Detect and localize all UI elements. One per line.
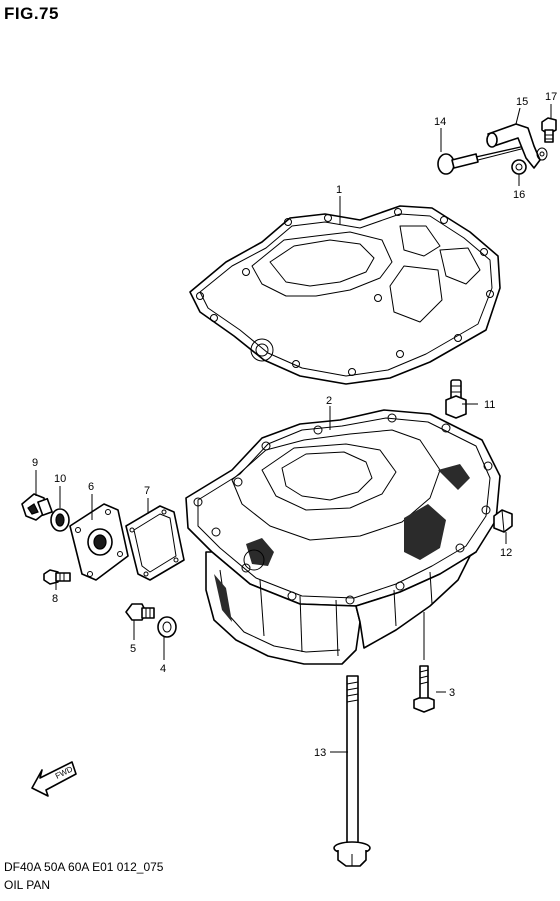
callout-11: 11 (484, 399, 495, 411)
part-6-cover[interactable] (69, 503, 129, 581)
callout-7: 7 (144, 485, 150, 497)
callout-17: 17 (545, 91, 557, 103)
part-9-plug[interactable] (21, 493, 53, 521)
callout-4: 4 (160, 663, 166, 675)
callout-13: 13 (314, 747, 326, 759)
callout-2: 2 (326, 395, 332, 407)
callout-14: 14 (434, 116, 446, 128)
callout-8: 8 (52, 593, 58, 605)
callout-12: 12 (500, 547, 512, 559)
part-1-oil-pan-gasket[interactable] (189, 205, 501, 385)
section-name: OIL PAN (4, 878, 51, 892)
part-8-screw[interactable] (43, 569, 71, 585)
callout-5: 5 (130, 643, 136, 655)
callout-6: 6 (88, 481, 94, 493)
model-code: DF40A 50A 60A E01 012_075 (4, 860, 164, 874)
part-4-washer[interactable] (157, 616, 177, 638)
fwd-direction-arrow: FWD (31, 761, 77, 797)
part-16-o-ring[interactable] (511, 159, 527, 175)
figure-title: FIG.75 (4, 4, 59, 23)
callout-1: 1 (336, 184, 342, 196)
part-2-oil-pan[interactable] (185, 409, 501, 665)
part-5-drain-plug[interactable] (125, 603, 155, 621)
part-15-dipstick-guide[interactable] (486, 123, 548, 169)
leader-lines (35, 104, 552, 753)
part-10-gasket[interactable] (50, 508, 70, 532)
callout-15: 15 (516, 96, 528, 108)
callout-10: 10 (54, 473, 66, 485)
part-12-nut[interactable] (493, 509, 513, 533)
callout-3: 3 (449, 687, 455, 699)
part-14-dipstick[interactable] (437, 145, 526, 175)
part-11-bolt[interactable] (445, 379, 467, 419)
part-17-bolt[interactable] (541, 117, 557, 143)
part-7-cover-gasket[interactable] (125, 505, 185, 581)
callout-9: 9 (32, 457, 38, 469)
part-3-bolt[interactable] (413, 665, 435, 713)
part-13-long-bolt[interactable] (333, 675, 371, 867)
callout-16: 16 (513, 189, 525, 201)
